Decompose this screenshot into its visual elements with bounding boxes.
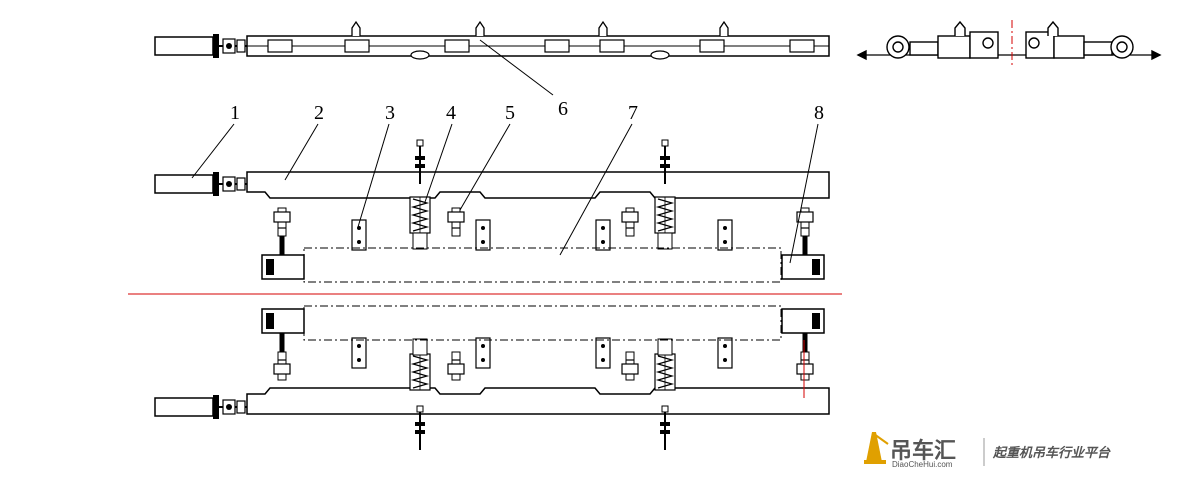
callout-1: 1: [230, 102, 240, 124]
callout-4: 4: [446, 102, 456, 124]
plan-lower-beam: [154, 305, 830, 451]
callout-5: 5: [505, 102, 515, 124]
callout-2: 2: [314, 102, 324, 124]
callout-6: 6: [558, 98, 568, 120]
end-view: [856, 20, 1162, 65]
callout-7: 7: [628, 102, 638, 124]
callout-3: 3: [385, 102, 395, 124]
watermark: 吊车汇 DiaoCheHui.com 起重机吊车行业平台: [864, 432, 1111, 469]
elevation-view: [154, 20, 830, 96]
plan-upper-beam: [154, 139, 830, 283]
brand-cn: 吊车汇: [890, 438, 956, 464]
slogan: 起重机吊车行业平台: [992, 445, 1111, 461]
callout-8: 8: [814, 102, 824, 124]
callouts: [191, 123, 819, 264]
crane-logo-icon: [864, 432, 889, 464]
brand-en: DiaoCheHui.com: [892, 460, 953, 469]
